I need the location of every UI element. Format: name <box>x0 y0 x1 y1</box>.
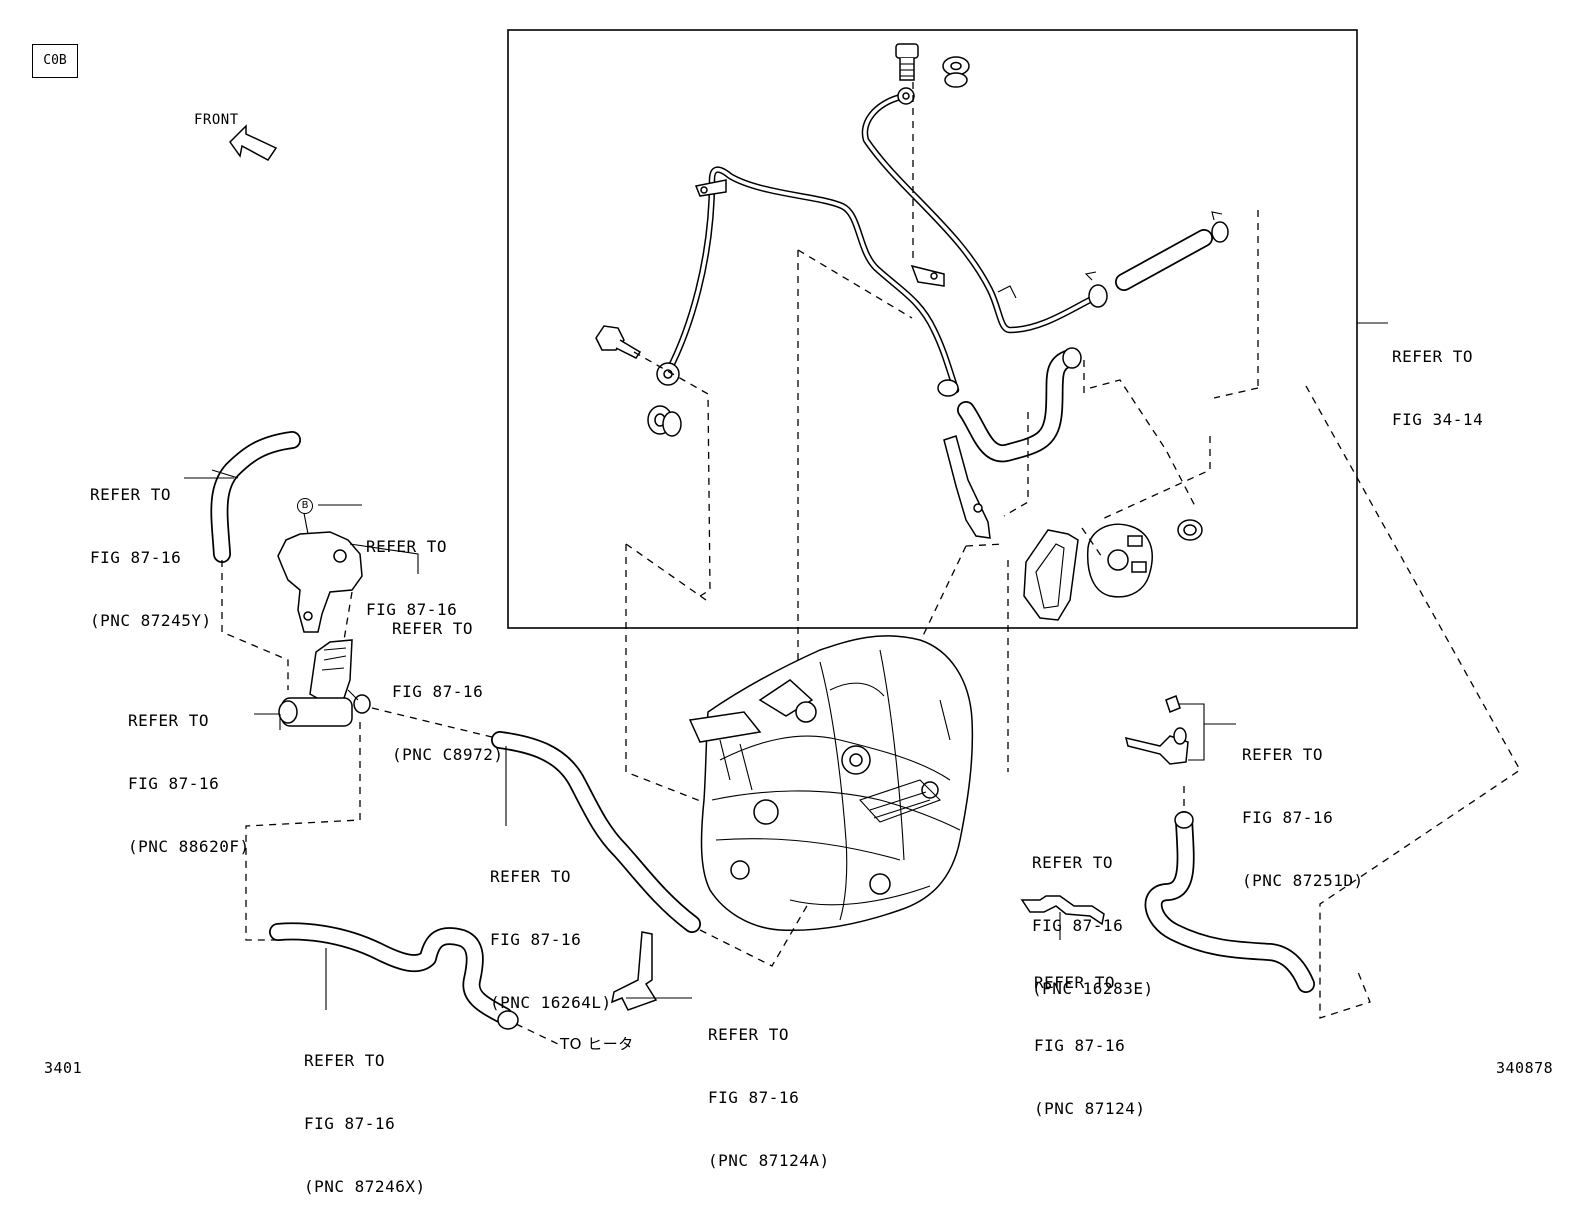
valve-bracket <box>277 531 419 633</box>
footer-right-code: 340878 <box>1496 1059 1554 1077</box>
left-grommet-icon <box>647 405 682 437</box>
callout-line: FIG 87-16 <box>128 774 220 793</box>
callout-line: (PNC 87246X) <box>304 1177 426 1196</box>
callout-pnc-87245y: REFER TO FIG 87-16 (PNC 87245Y) <box>90 442 212 652</box>
callout-line: (PNC 16264L) <box>490 993 612 1012</box>
diagram-code-box: C0B <box>32 44 78 78</box>
diagram-code: C0B <box>43 53 67 68</box>
diagram-drawing <box>184 29 1521 1045</box>
middle-clamp-icon <box>937 379 959 397</box>
gasket-icon <box>1023 529 1079 621</box>
callout-line: (PNC 16283E) <box>1032 979 1154 998</box>
callout-pnc-c8972: REFER TO FIG 87-16 (PNC C8972) <box>392 576 503 786</box>
callout-line: (PNC 88620F) <box>128 837 250 856</box>
callout-line: FIG 34-14 <box>1392 410 1484 429</box>
callout-pnc-16283e: REFER TO FIG 87-16 (PNC 16283E) <box>1032 810 1154 1020</box>
callout-line: REFER TO <box>1392 347 1474 366</box>
callout-line: (PNC 87245Y) <box>90 611 212 630</box>
water-pump-icon <box>1086 523 1153 598</box>
callout-line: REFER TO <box>90 485 172 504</box>
upper-clamp-2-icon <box>1211 211 1229 243</box>
breather-pipe <box>861 87 1094 334</box>
pump-clamp-icon <box>1177 519 1203 541</box>
callout-line: REFER TO <box>304 1051 386 1070</box>
water-valve <box>254 639 371 730</box>
middle-hose <box>957 347 1082 463</box>
callout-line: REFER TO <box>708 1025 790 1044</box>
callout-line: FIG 87-16 <box>490 930 582 949</box>
callout-pnc-87124: REFER TO FIG 87-16 (PNC 87124) <box>1034 930 1145 1140</box>
inset-parts <box>595 43 1229 621</box>
callout-line: FIG 87-16 <box>304 1114 396 1133</box>
left-bolt-icon <box>595 325 642 359</box>
callout-pnc-88620f: REFER TO FIG 87-16 (PNC 88620F) <box>128 668 250 878</box>
callout-line: REFER TO <box>1032 853 1114 872</box>
callout-line: REFER TO <box>366 537 448 556</box>
callout-pnc-16264l: REFER TO FIG 87-16 (PNC 16264L) <box>490 824 612 1034</box>
footer-left-code: 3401 <box>44 1059 83 1077</box>
pipe-bracket-icon <box>943 435 991 539</box>
transaxle-assembly-icon <box>688 635 974 932</box>
bypass-hose <box>491 731 701 933</box>
upper-clamp-icon <box>1084 271 1108 308</box>
top-grommet-icon <box>942 56 970 88</box>
callout-line: FIG 87-16 <box>708 1088 800 1107</box>
marker-b-icon: B <box>297 498 313 514</box>
callout-line: (PNC 87124) <box>1034 1099 1146 1118</box>
inset-frame <box>507 29 1358 629</box>
callout-line: REFER TO <box>490 867 572 886</box>
callout-line: FIG 87-16 <box>1032 916 1124 935</box>
callout-line: (PNC 87124A) <box>708 1151 830 1170</box>
callout-pnc-87246x: REFER TO FIG 87-16 (PNC 87246X) <box>304 1008 426 1218</box>
inset-dashed-lines <box>625 82 1259 805</box>
to-heater-note: TO ヒータ <box>560 1035 634 1053</box>
callout-pnc-87124a: REFER TO FIG 87-16 (PNC 87124A) <box>708 982 830 1192</box>
callout-fig-34-14: REFER TO FIG 34-14 <box>1392 304 1483 451</box>
heater-outlet-hose <box>184 431 301 563</box>
parts-diagram: C0B FRONT REFER TO FIG 34-14 REFER TO FI… <box>32 29 1554 1196</box>
callout-line: (PNC 87251D) <box>1242 871 1364 890</box>
coolant-bypass-pipe <box>656 166 960 394</box>
callout-line: FIG 87-16 <box>366 600 458 619</box>
hose-clamp-87124A <box>610 931 692 1011</box>
lower-dashed-lines <box>221 385 1521 1045</box>
front-arrow-icon <box>229 124 278 161</box>
callout-line: FIG 87-16 <box>90 548 182 567</box>
short-hose <box>1115 229 1213 291</box>
callout-marker-b: REFER TO FIG 87-16 <box>366 494 457 641</box>
callout-line: FIG 87-16 <box>1034 1036 1126 1055</box>
callout-pnc-87251d: REFER TO FIG 87-16 (PNC 87251D) <box>1242 702 1364 912</box>
top-bolt-icon <box>895 43 919 81</box>
coolant-pipe-87251D <box>1124 695 1236 765</box>
callout-line: FIG 87-16 <box>392 682 484 701</box>
hose-clamp-87124 <box>1020 895 1105 940</box>
front-label: FRONT <box>194 112 239 128</box>
callout-line: REFER TO <box>128 711 210 730</box>
heater-inlet-hose-lower <box>269 922 519 1030</box>
callout-line: (PNC C8972) <box>392 745 504 764</box>
callout-line: REFER TO <box>392 619 474 638</box>
callout-line: REFER TO <box>1242 745 1324 764</box>
radiator-hose-16283E <box>1144 811 1315 993</box>
callout-line: REFER TO <box>1034 973 1116 992</box>
callout-line: FIG 87-16 <box>1242 808 1334 827</box>
